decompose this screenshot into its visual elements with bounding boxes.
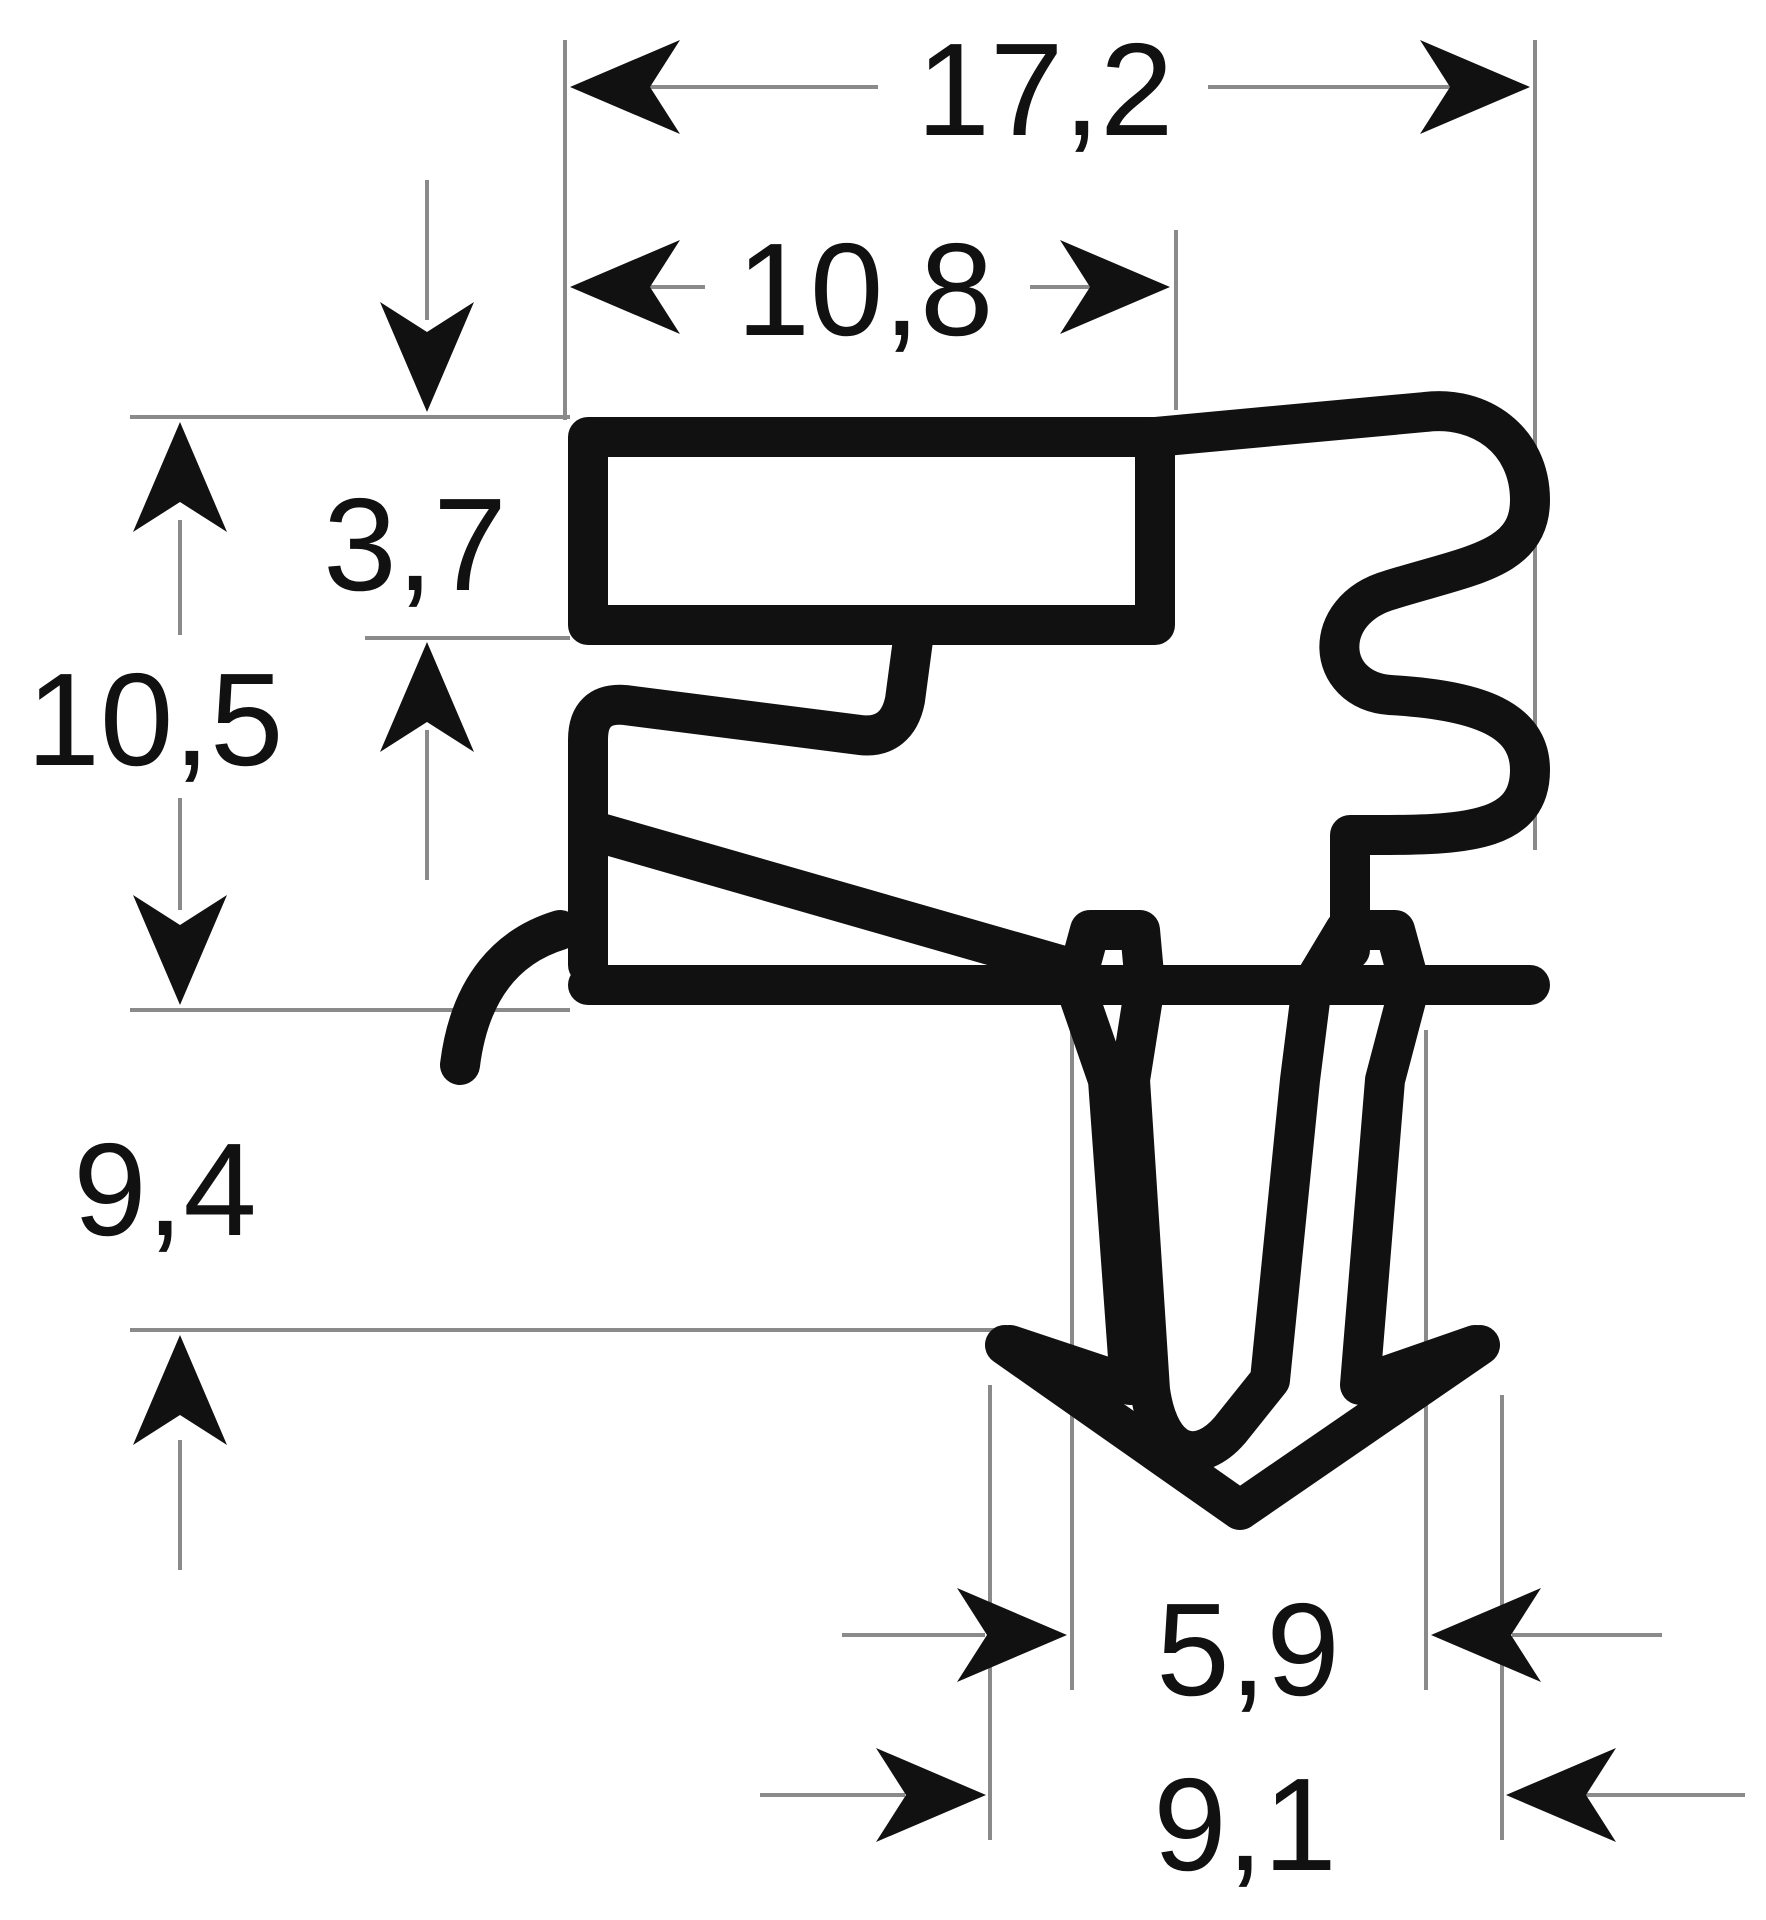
label-foot-width: 9,1 <box>1153 1751 1337 1898</box>
arrowhead-up <box>133 422 227 532</box>
dimension-top-width: 10,8 <box>570 216 1170 363</box>
arrowhead-left <box>570 240 680 334</box>
arrowhead-left <box>1506 1748 1616 1842</box>
label-body-height: 10,5 <box>27 646 284 793</box>
dimension-tongue-height: 9,4 <box>73 1116 257 1570</box>
curled-lip <box>440 910 580 1085</box>
arrowhead-right <box>876 1748 986 1842</box>
label-tongue-height: 9,4 <box>73 1116 257 1263</box>
dimension-foot-width: 9,1 <box>760 1748 1745 1898</box>
label-tongue-width: 5,9 <box>1156 1576 1340 1723</box>
arrowhead-right <box>1060 240 1170 334</box>
dimension-tongue-width: 5,9 <box>842 1576 1662 1723</box>
top-channel <box>568 417 1175 645</box>
dimension-body-height: 10,5 <box>27 422 284 1005</box>
arrowhead-up <box>380 642 474 752</box>
arrowhead-right <box>957 1588 1067 1682</box>
diagonal-web <box>570 810 1080 985</box>
gasket-profile <box>440 391 1550 1530</box>
arrowhead-up <box>133 1335 227 1445</box>
mid-tab <box>568 605 935 985</box>
magnet-bulb <box>1135 391 1550 970</box>
label-top-height: 3,7 <box>323 471 507 618</box>
label-top-width: 10,8 <box>737 216 994 363</box>
label-overall-width: 17,2 <box>917 16 1174 163</box>
arrowhead-left <box>570 40 680 134</box>
arrowhead-left <box>1431 1588 1541 1682</box>
dimension-overall-width: 17,2 <box>570 16 1530 163</box>
dimension-top-height: 3,7 <box>323 180 507 880</box>
dart-tongue <box>990 910 1495 1472</box>
arrowhead-down <box>380 302 474 412</box>
arrowhead-right <box>1420 40 1530 134</box>
arrowhead-down <box>133 895 227 1005</box>
dart-barbs <box>985 1325 1500 1530</box>
